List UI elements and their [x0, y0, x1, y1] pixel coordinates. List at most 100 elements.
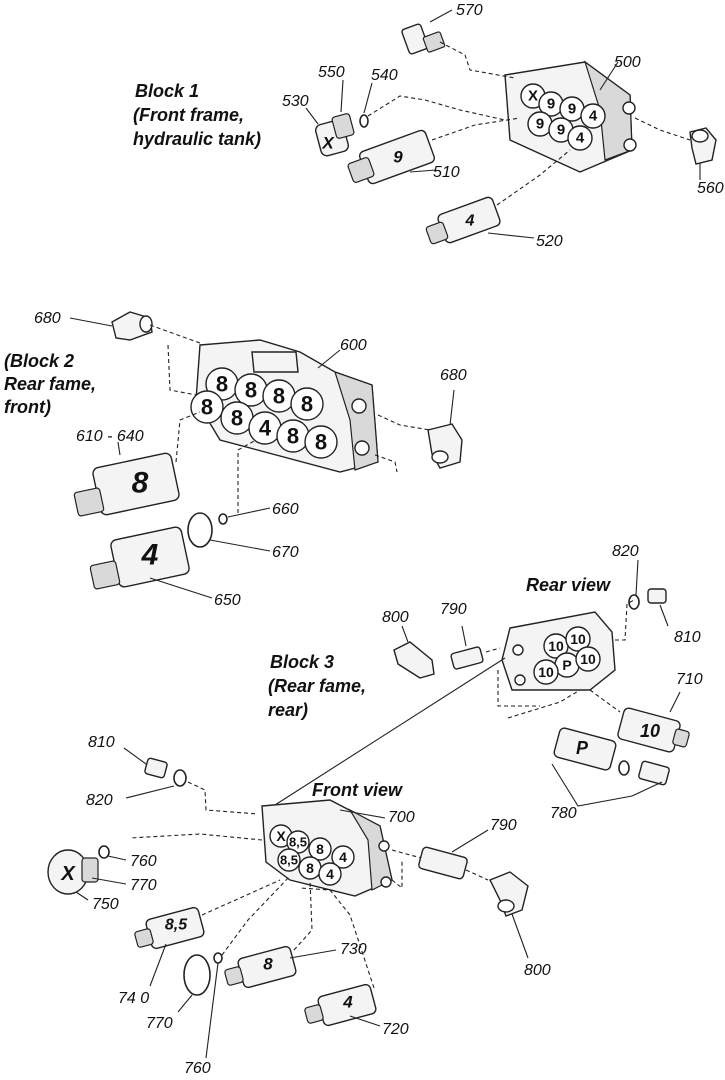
fitting-570 — [401, 9, 453, 55]
callout-530: 530 — [282, 93, 309, 110]
port-b1-4 — [580, 103, 606, 129]
port-front-3 — [308, 837, 332, 861]
block3-title-line3: rear) — [268, 700, 308, 720]
port-front-5 — [277, 848, 301, 872]
port-front-5-label: 8,5 — [280, 853, 298, 868]
callout-790a: 790 — [440, 601, 467, 618]
block3-title-line1: Block 3 — [270, 652, 334, 672]
ring-660 — [218, 513, 228, 525]
port-front-1-label: X — [276, 828, 286, 844]
port-b2-5-label: 8 — [201, 395, 213, 420]
port-rear-1-label: 10 — [548, 638, 564, 654]
port-front-7-label: 4 — [326, 866, 334, 882]
cartridge-650-label: 4 — [141, 539, 159, 572]
callout-610-640: 610 - 640 — [76, 428, 144, 445]
valve-block-600: 8 8 8 8 8 8 4 8 8 — [167, 339, 431, 473]
callout-820b: 820 — [86, 792, 113, 809]
valve-block-700: X 8,5 8 4 8,5 8 4 — [129, 799, 423, 897]
front-view-label: Front view — [312, 780, 403, 800]
block1-title-line1: Block 1 — [135, 81, 199, 101]
callout-710: 710 — [676, 671, 703, 688]
cartridge-730-label: 8 — [263, 955, 273, 974]
oring-670 — [187, 512, 213, 548]
port-b1-7 — [567, 125, 593, 151]
port-b2-2-label: 8 — [245, 378, 257, 403]
callout-570: 570 — [456, 2, 483, 19]
cartridge-510: 9 — [347, 117, 521, 185]
cartridge-520-label: 4 — [465, 213, 475, 230]
rear-left-fittings — [393, 625, 484, 679]
valve-block-rear-view: 10 10 P 10 10 — [274, 599, 635, 806]
port-b2-9-label: 8 — [315, 430, 327, 455]
port-rear-4-label: 10 — [580, 651, 596, 667]
cartridge-740-label: 8,5 — [165, 917, 188, 934]
plug-530: X — [305, 79, 506, 157]
port-b1-1-label: X — [528, 88, 538, 105]
port-front-7 — [318, 862, 342, 886]
port-b1-4-label: 4 — [589, 108, 598, 125]
port-b2-4 — [290, 387, 324, 421]
block2-title-line2: Rear fame, — [4, 374, 96, 394]
port-b1-6-label: 9 — [557, 122, 565, 139]
front-right-fittings — [418, 829, 529, 959]
plug-750-label: X — [60, 863, 76, 885]
callout-810a: 810 — [674, 629, 701, 646]
callout-720: 720 — [382, 1021, 409, 1038]
port-b2-4-label: 8 — [301, 392, 313, 417]
callout-790b: 790 — [490, 817, 517, 834]
port-b1-2-label: 9 — [547, 96, 555, 113]
cartridge-510-label: 9 — [393, 148, 403, 167]
port-front-2-label: 8,5 — [289, 835, 307, 850]
cartridge-650: 4 — [89, 439, 271, 599]
block2-title-line3: front) — [4, 397, 51, 417]
cartridge-730: 8 — [224, 879, 337, 989]
port-rear-2 — [565, 626, 591, 652]
cartridge-p-780: P — [551, 727, 670, 807]
port-rear-2-label: 10 — [570, 631, 586, 647]
callout-520: 520 — [536, 233, 563, 250]
port-b2-8-label: 8 — [287, 424, 299, 449]
port-front-3-label: 8 — [316, 841, 324, 857]
block2-title-line1: (Block 2 — [4, 351, 74, 371]
port-front-4 — [331, 845, 355, 869]
callout-560: 560 — [697, 180, 724, 197]
front-left-top-fittings — [123, 747, 259, 815]
cartridge-710-label: 10 — [640, 721, 660, 741]
cartridge-710: 10 — [617, 691, 690, 753]
callout-680a: 680 — [34, 310, 61, 327]
cartridge-610-640: 8 — [73, 411, 201, 517]
valve-block-500: X 9 9 4 9 9 4 — [439, 41, 691, 173]
callout-770a: 770 — [130, 877, 157, 894]
callout-820a: 820 — [612, 543, 639, 560]
port-b2-7-label: 4 — [259, 416, 272, 441]
callout-660: 660 — [272, 501, 299, 518]
callout-780: 780 — [550, 805, 577, 822]
block3-group: Block 3 (Rear fame, rear) Rear view Fron… — [47, 543, 703, 1077]
callout-810b: 810 — [88, 734, 115, 751]
cartridge-520: 4 — [425, 149, 571, 245]
cartridge-610-label: 8 — [132, 467, 149, 500]
callout-510: 510 — [433, 164, 460, 181]
port-b1-3-label: 9 — [568, 101, 576, 118]
block3-title-line2: (Rear fame, — [268, 676, 366, 696]
callout-770b: 770 — [146, 1015, 173, 1032]
callout-680b: 680 — [440, 367, 467, 384]
port-front-6-label: 8 — [306, 860, 314, 876]
callout-650: 650 — [214, 592, 241, 609]
callout-550: 550 — [318, 64, 345, 81]
plug-750: X — [47, 845, 127, 901]
rings-770-760 — [177, 875, 291, 1059]
callout-740: 74 0 — [118, 990, 149, 1007]
callout-500: 500 — [614, 54, 641, 71]
rear-top-fittings — [628, 559, 669, 627]
callout-760b: 760 — [184, 1060, 211, 1077]
fitting-680-left — [69, 311, 201, 344]
port-rear-4 — [575, 646, 601, 672]
plug-530-label: X — [321, 134, 335, 153]
cartridge-720-label: 4 — [342, 993, 353, 1012]
callout-670: 670 — [272, 544, 299, 561]
callout-760a: 760 — [130, 853, 157, 870]
fitting-680-right — [427, 389, 463, 469]
